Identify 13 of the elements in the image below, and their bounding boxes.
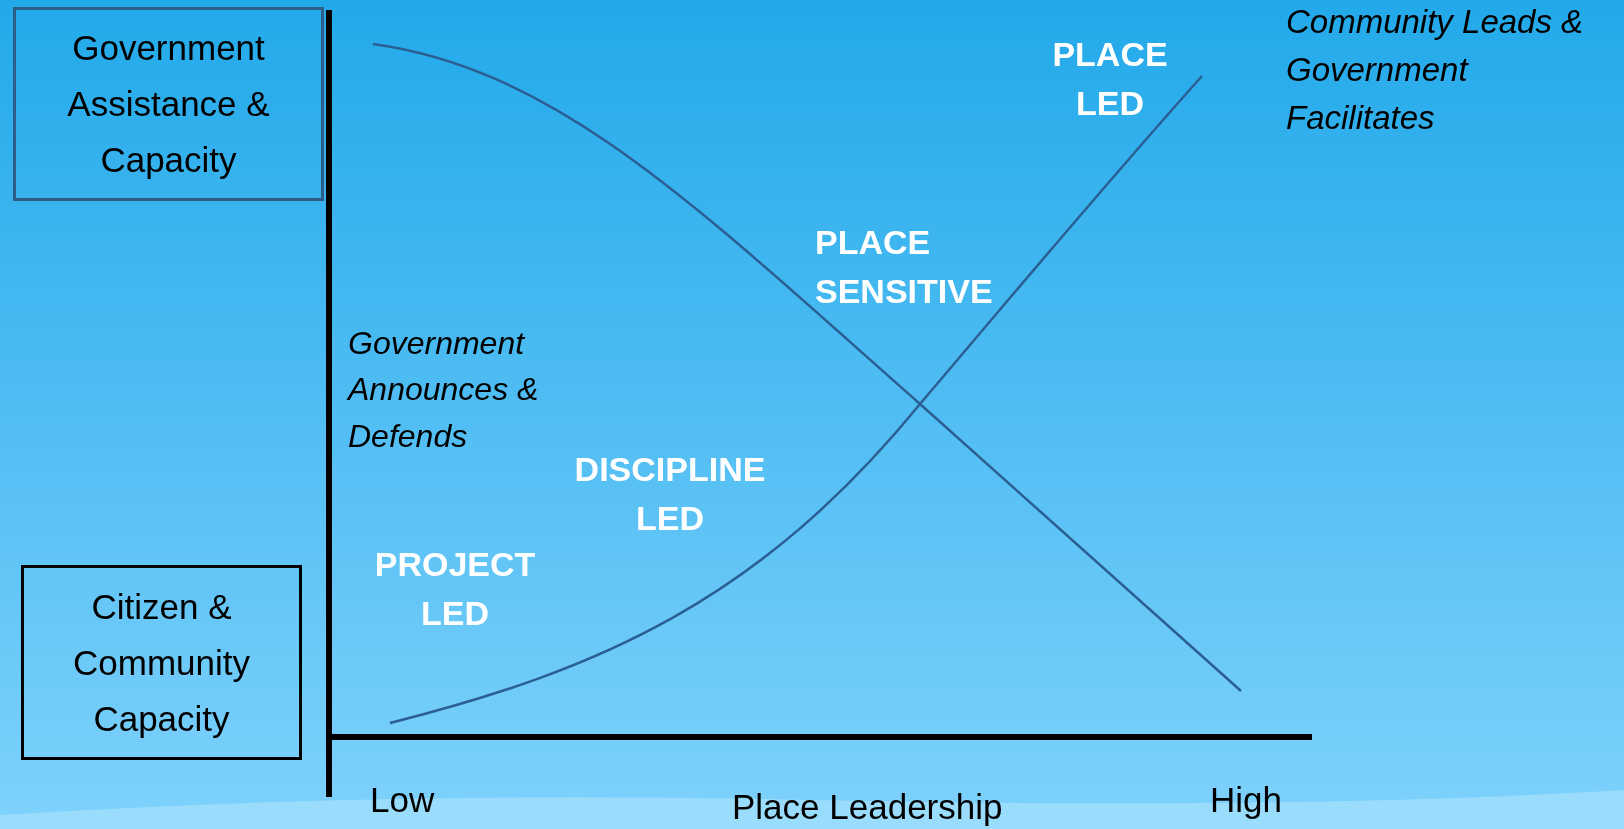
stage-label: PROJECT LED	[373, 544, 537, 635]
box-label: Citizen & Community Capacity	[72, 585, 251, 740]
text-box	[13, 7, 324, 201]
stage-label: PLACE SENSITIVE	[815, 222, 994, 313]
stage-label: DISCIPLINE LED	[573, 449, 767, 540]
text-box	[21, 565, 302, 760]
axis-label: Low	[370, 779, 436, 821]
stage-label: PLACE LED	[1051, 34, 1169, 125]
axis-label: High	[1210, 779, 1283, 821]
annotation-text: Government Announces & Defends	[348, 324, 540, 456]
annotation-text: Community Leads & Government Facilitates	[1286, 2, 1585, 138]
axis-title: Place Leadership	[732, 786, 1004, 828]
box-label: Government Assistance & Capacity	[66, 27, 271, 181]
